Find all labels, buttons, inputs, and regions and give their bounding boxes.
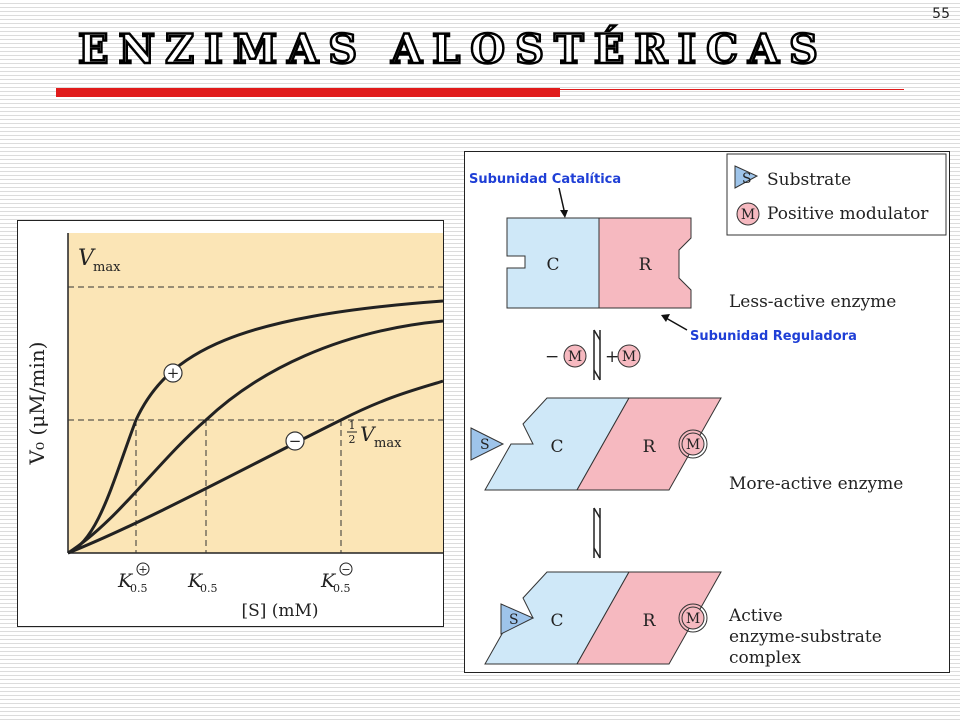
svg-text:K: K bbox=[117, 570, 134, 592]
svg-text:S: S bbox=[509, 612, 519, 628]
vmax-label: V max bbox=[78, 246, 121, 275]
kinetics-graph-svg: + − V max 1 2 V max V₀ (μM/min) K 0.5 + bbox=[25, 233, 443, 621]
svg-text:enzyme-substrate: enzyme-substrate bbox=[729, 627, 882, 647]
svg-text:−: − bbox=[341, 563, 350, 576]
x-axis-label: [S] (mM) bbox=[241, 601, 318, 621]
svg-text:K: K bbox=[320, 570, 337, 592]
modulator-site-ring bbox=[678, 429, 708, 459]
title-underline-bar bbox=[56, 88, 560, 97]
enzyme-substrate-complex: S C R M bbox=[484, 571, 722, 665]
svg-text:M: M bbox=[741, 207, 755, 223]
state2-label: More-active enzyme bbox=[729, 474, 903, 494]
free-substrate: S bbox=[470, 427, 505, 461]
svg-text:R: R bbox=[639, 255, 653, 275]
title-underline-thin bbox=[560, 89, 904, 90]
svg-text:M: M bbox=[686, 611, 700, 627]
svg-text:−: − bbox=[545, 347, 559, 367]
svg-text:C: C bbox=[550, 611, 563, 631]
allosteric-diagram-svg: S Substrate M Positive modulator Subunid… bbox=[469, 153, 947, 668]
less-active-enzyme: C R bbox=[506, 217, 692, 309]
svg-text:+: + bbox=[605, 347, 619, 367]
catalytic-arrow-head bbox=[560, 210, 568, 218]
state3-label: Active enzyme-substrate complex bbox=[728, 606, 882, 668]
svg-text:−: − bbox=[289, 432, 302, 450]
svg-text:M: M bbox=[686, 437, 700, 453]
regulatory-arrow-line bbox=[665, 317, 688, 331]
bound-modulator bbox=[681, 432, 705, 456]
equilibrium-arrows-2 bbox=[593, 507, 601, 559]
modulator-legend-label: Positive modulator bbox=[767, 204, 929, 224]
regulatory-arrow-head bbox=[661, 314, 670, 322]
svg-text:complex: complex bbox=[729, 648, 801, 668]
minus-marker: − bbox=[285, 431, 305, 451]
svg-text:+: + bbox=[167, 364, 180, 382]
legend-box: S Substrate M Positive modulator bbox=[726, 153, 947, 236]
svg-text:0.5: 0.5 bbox=[200, 582, 218, 595]
plus-marker: + bbox=[163, 363, 183, 383]
svg-text:max: max bbox=[374, 436, 402, 451]
y-axis-label: V₀ (μM/min) bbox=[25, 342, 49, 466]
allosteric-diagram: S Substrate M Positive modulator Subunid… bbox=[464, 151, 950, 673]
svg-text:2: 2 bbox=[349, 433, 356, 446]
svg-text:V: V bbox=[78, 246, 96, 271]
svg-text:M: M bbox=[568, 349, 582, 365]
slide-title: Enzimas Alostéricas bbox=[77, 26, 828, 73]
k-normal-label: K 0.5 bbox=[187, 570, 218, 595]
k-plus-label: K 0.5 + bbox=[117, 562, 150, 595]
state1-label: Less-active enzyme bbox=[729, 292, 896, 312]
svg-text:S: S bbox=[480, 437, 490, 453]
svg-text:+: + bbox=[138, 563, 147, 576]
svg-text:0.5: 0.5 bbox=[333, 582, 351, 595]
svg-text:max: max bbox=[93, 260, 121, 275]
catalytic-arrow-line bbox=[558, 187, 565, 211]
svg-text:0.5: 0.5 bbox=[130, 582, 148, 595]
modulator-legend-icon bbox=[736, 202, 760, 226]
minus-modulator: − M bbox=[545, 344, 587, 368]
svg-text:K: K bbox=[187, 570, 204, 592]
svg-text:R: R bbox=[643, 611, 657, 631]
curve-positive-modulator bbox=[67, 299, 443, 555]
half-vmax-label: 1 2 V max bbox=[347, 419, 402, 451]
k-minus-label: K 0.5 − bbox=[320, 562, 353, 595]
slide-number: 55 bbox=[932, 6, 950, 22]
svg-text:C: C bbox=[550, 437, 563, 457]
svg-text:1: 1 bbox=[349, 419, 356, 432]
svg-text:S: S bbox=[742, 171, 752, 187]
svg-text:C: C bbox=[546, 255, 559, 275]
bound-substrate bbox=[500, 603, 535, 635]
regulatory-subunit-label: Subunidad Reguladora bbox=[690, 329, 857, 344]
more-active-enzyme: C R M bbox=[484, 397, 722, 491]
kinetics-graph: + − V max 1 2 V max V₀ (μM/min) K 0.5 + bbox=[17, 220, 444, 627]
substrate-legend-icon bbox=[734, 165, 759, 189]
curve-negative-modulator bbox=[67, 379, 443, 555]
equilibrium-arrows-1 bbox=[593, 329, 601, 381]
curve-no-modulator bbox=[67, 319, 443, 555]
catalytic-subunit-label: Subunidad Catalítica bbox=[469, 172, 621, 187]
svg-text:Active: Active bbox=[728, 606, 783, 626]
svg-text:V: V bbox=[360, 422, 377, 446]
svg-text:M: M bbox=[622, 349, 636, 365]
svg-text:R: R bbox=[643, 437, 657, 457]
substrate-legend-label: Substrate bbox=[767, 170, 851, 190]
plus-modulator: + M bbox=[605, 344, 641, 368]
